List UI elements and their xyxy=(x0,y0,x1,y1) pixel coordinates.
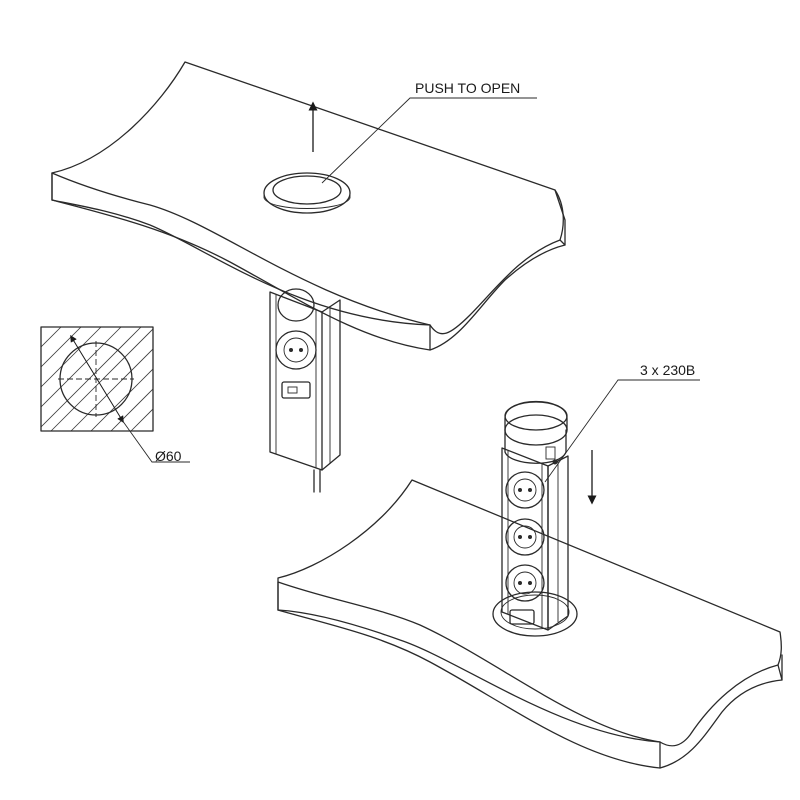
usb-module xyxy=(281,381,311,399)
schuko-socket-icon xyxy=(505,564,545,602)
push-to-open-callout: PUSH TO OPEN xyxy=(321,80,537,184)
cutout-detail: Ø60 xyxy=(40,326,190,464)
schuko-socket-icon xyxy=(505,471,545,509)
schuko-socket-icon xyxy=(277,288,315,322)
hatching xyxy=(41,327,153,431)
outlets-label: 3 x 230B xyxy=(640,362,695,378)
countertop-lower xyxy=(277,479,783,769)
push-to-open-lid xyxy=(263,172,351,214)
tower-cap xyxy=(504,400,568,446)
schuko-socket-icon xyxy=(505,518,545,556)
schuko-socket-icon xyxy=(275,330,317,370)
countertop-upper xyxy=(51,61,566,351)
retracted-power-tower xyxy=(269,288,341,493)
diameter-label: Ø60 xyxy=(155,448,182,464)
usb-module xyxy=(545,446,558,465)
outlets-callout: 3 x 230B xyxy=(544,362,700,483)
push-to-open-label: PUSH TO OPEN xyxy=(415,80,520,96)
